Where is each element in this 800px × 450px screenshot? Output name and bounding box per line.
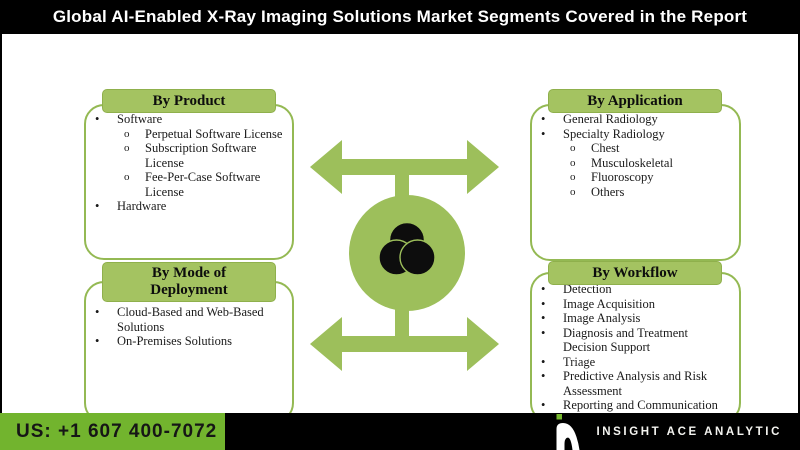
list-item-label: Image Analysis (563, 311, 641, 325)
list-item-label: Triage (563, 354, 596, 369)
sub-list-item-label: Musculoskeletal (591, 155, 673, 170)
footer-bar: US: +1 607 400-7072 INSIGHT ACE ANALYTIC (0, 413, 800, 450)
list-item: • Triage (532, 355, 739, 370)
list-item-label: General Radiology (563, 112, 658, 126)
list-item: • Reporting and Communication (532, 398, 739, 413)
list-item: • Specialty Radiology (532, 127, 739, 142)
segment-header-deployment: By Mode of Deployment (102, 262, 276, 302)
bullet-icon: • (541, 354, 546, 369)
segment-header-label: By Mode of Deployment (150, 265, 228, 298)
list-item: • Software (86, 112, 292, 127)
segment-header-product: By Product (102, 89, 276, 113)
brand-name: INSIGHT ACE ANALYTIC (596, 425, 782, 438)
list-item: • On-Premises Solutions (86, 334, 292, 349)
bullet-icon: • (541, 398, 546, 412)
bullet-icon: • (541, 126, 546, 141)
segment-header-application: By Application (548, 89, 722, 113)
segment-box-workflow: By Workflow • Detection • Image Acquisition… (530, 261, 741, 423)
phone-badge: US: +1 607 400-7072 (0, 413, 225, 450)
segment-header-workflow: By Workflow (548, 261, 722, 285)
bullet-icon: • (541, 112, 546, 126)
circle-bullet-icon: o (124, 127, 130, 140)
bullet-icon: • (95, 305, 100, 319)
sub-list-item: o Perpetual Software License (86, 127, 292, 142)
list-item-label: Detection (563, 282, 612, 296)
circle-bullet-icon: o (124, 142, 130, 154)
list-item: • Image Analysis (532, 311, 739, 326)
list-item-label: Software (117, 112, 163, 126)
sub-list-item: o Fee-Per-Case Software License (86, 170, 292, 199)
list-item: • Detection (532, 282, 739, 297)
list-item: • Hardware (86, 199, 292, 214)
circle-bullet-icon: o (570, 142, 576, 154)
venn-diagram-icon (378, 221, 436, 276)
bullet-icon: • (541, 296, 546, 311)
sub-list-item: o Chest (532, 141, 739, 156)
sub-list-item-label: Fee-Per-Case Software License (145, 170, 261, 199)
circle-bullet-icon: o (570, 185, 576, 198)
insight-ace-logo-icon (556, 413, 580, 450)
bullet-icon: • (95, 199, 100, 213)
sub-list-item: o Musculoskeletal (532, 156, 739, 171)
list-item-label: Reporting and Communication (563, 398, 718, 412)
sub-list-item-label: Others (591, 184, 625, 199)
phone-number: US: +1 607 400-7072 (16, 420, 218, 442)
segment-header-label: By Application (587, 92, 683, 109)
sub-list-item-label: Chest (591, 141, 620, 155)
list-item: • Diagnosis and Treatment Decision Suppor… (532, 326, 739, 355)
sub-list-item: o Others (532, 185, 739, 200)
list-item-label: Cloud-Based and Web-Based Solutions (117, 305, 264, 334)
bullet-icon: • (541, 282, 546, 296)
circle-bullet-icon: o (570, 171, 576, 183)
bullet-icon: • (541, 369, 546, 383)
circle-bullet-icon: o (124, 171, 130, 183)
bullet-icon: • (95, 334, 100, 348)
center-graphic (310, 140, 499, 371)
segment-header-label: By Product (152, 92, 226, 109)
sub-list-item: o Subscription Software License (86, 141, 292, 170)
segment-box-deployment: By Mode of Deployment • Cloud-Based and W… (84, 262, 294, 423)
bullet-icon: • (541, 325, 546, 340)
sub-list-item: o Fluoroscopy (532, 170, 739, 185)
circle-bullet-icon: o (570, 156, 576, 169)
list-item-label: Specialty Radiology (563, 126, 665, 141)
segment-box-application: By Application • General Radiology • Specia… (530, 89, 741, 261)
brand-area: INSIGHT ACE ANALYTIC (225, 413, 800, 450)
list-item-label: On-Premises Solutions (117, 334, 232, 348)
list-item: • Image Acquisition (532, 297, 739, 312)
title-bar: Global AI-Enabled X-Ray Imaging Solution… (0, 0, 800, 34)
list-item: • General Radiology (532, 112, 739, 127)
list-item-label: Hardware (117, 199, 167, 213)
list-item-label: Predictive Analysis and Risk Assessment (563, 369, 708, 398)
segment-list-workflow: • Detection • Image Acquisition • Image Analy… (532, 274, 739, 413)
segment-list-deployment: • Cloud-Based and Web-Based Solutions • On-… (86, 283, 292, 349)
sub-list-item-label: Subscription Software License (145, 141, 257, 170)
sub-list-item-label: Perpetual Software License (145, 126, 283, 141)
list-item-label: Image Acquisition (563, 296, 655, 311)
bullet-icon: • (95, 112, 100, 126)
list-item: • Cloud-Based and Web-Based Solutions (86, 305, 292, 334)
page-title: Global AI-Enabled X-Ray Imaging Solution… (52, 7, 748, 26)
segment-header-label: By Workflow (592, 264, 678, 281)
bullet-icon: • (541, 311, 546, 325)
sub-list-item-label: Fluoroscopy (591, 170, 654, 184)
double-headed-arrow-bottom-icon (310, 317, 499, 371)
list-item-label: Diagnosis and Treatment Decision Support (563, 325, 688, 355)
list-item: • Predictive Analysis and Risk Assessment (532, 369, 739, 398)
